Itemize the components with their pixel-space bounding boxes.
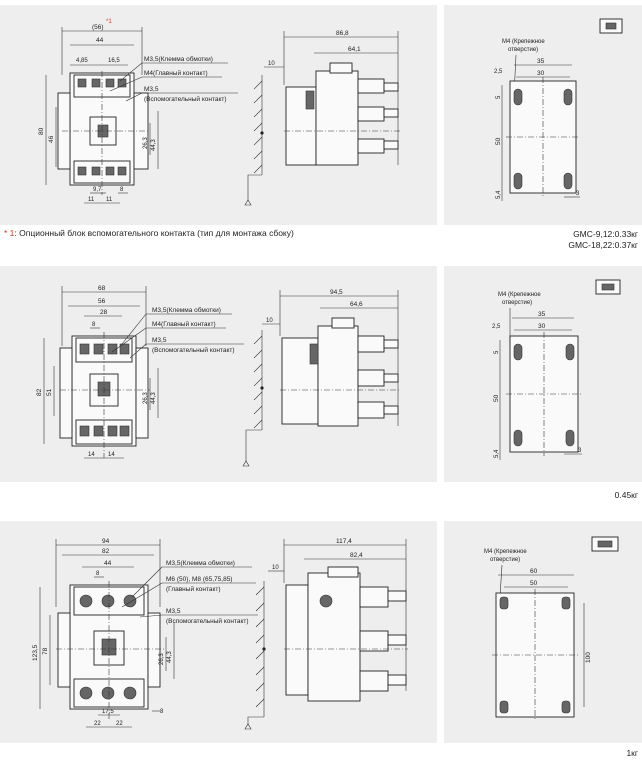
- side-dim-10: 10: [268, 61, 275, 67]
- mount-dim-5-4: 5,4: [496, 190, 502, 199]
- side-dim-total: 86,8: [336, 30, 349, 37]
- row1-side-view: 86,8 64,1 10: [244, 30, 400, 206]
- mount-dim-3: 3: [578, 448, 582, 454]
- dim-51: 51: [46, 388, 53, 396]
- mount-dim-50: 50: [493, 394, 500, 402]
- row2-side-view: 94,5 64,6 10: [242, 289, 400, 467]
- dim-8: 8: [92, 322, 96, 328]
- dim-82: 82: [102, 548, 110, 555]
- row1-mounting-view: M4 (Крепежное отверстие) 35 30 2,5 5 50 …: [494, 18, 623, 201]
- row1-weight-1: GMC-9,12:0.33кг: [573, 229, 638, 239]
- label-aux-2: (Вспомогательный контакт): [144, 95, 227, 103]
- mount-dim-100: 100: [585, 652, 592, 663]
- row3-side-view: 117,4 82,4 10: [244, 538, 408, 730]
- row2-weight: 0.45кг: [614, 490, 638, 500]
- mount-dim-35: 35: [537, 58, 545, 65]
- dim-22-a: 22: [94, 721, 101, 727]
- dim-44-3: 44,3: [151, 392, 157, 404]
- mount-label-1: M4 (Крепежное: [498, 292, 541, 298]
- footnote: * 1: Опционный блок вспомогательного кон…: [4, 228, 294, 238]
- label-coil-terminal: M3,5(Клемма обмотки): [144, 55, 213, 63]
- dim-94: 94: [102, 538, 110, 545]
- dim-68: 68: [98, 285, 106, 292]
- label-coil-terminal: M3,5(Клемма обмотки): [152, 306, 221, 314]
- mount-dim-5-4: 5,4: [494, 449, 500, 458]
- row1-weight-2: GMC-18,22:0.37кг: [568, 240, 638, 250]
- dim-123-5: 123,5: [32, 644, 39, 661]
- dim-4-85: 4,85: [76, 58, 88, 64]
- mount-dim-5: 5: [494, 350, 500, 354]
- mount-label-2: отверстие): [502, 300, 532, 306]
- dim-26-3: 26,3: [143, 137, 149, 149]
- row3-mounting-view: M4 (Крепежное отверстие) 60 50 100: [484, 536, 619, 721]
- dim-80: 80: [38, 127, 45, 135]
- dim-26-3: 26,3: [143, 392, 149, 404]
- dim-44-3: 44,3: [167, 651, 173, 663]
- mount-label-1: M4 (Крепежное: [502, 39, 545, 45]
- mount-label-2: отверстие): [490, 557, 520, 563]
- label-main-contact: M4(Главный контакт): [152, 320, 216, 328]
- side-dim-inner: 64,1: [348, 46, 361, 53]
- mount-dim-3: 3: [576, 191, 580, 197]
- mount-dim-2-5: 2,5: [494, 69, 503, 75]
- footnote-text: : Опционный блок вспомогательного контак…: [14, 228, 294, 238]
- label-aux-1: M3,5: [166, 608, 181, 615]
- mount-dim-30: 30: [537, 70, 545, 77]
- dim-14-a: 14: [88, 452, 95, 458]
- dim-44: 44: [96, 37, 104, 44]
- mount-dim-60: 60: [530, 568, 538, 575]
- dim-11-b: 11: [106, 197, 113, 203]
- side-dim-10: 10: [272, 565, 279, 571]
- label-aux-1: M3,5: [144, 86, 159, 93]
- side-dim-10: 10: [266, 318, 273, 324]
- dim-78: 78: [42, 647, 49, 655]
- label-aux-2: (Вспомогательный контакт): [152, 346, 235, 354]
- mount-dim-5: 5: [496, 95, 502, 99]
- label-main-contact-2: (Главный контакт): [166, 585, 221, 593]
- dim-14-b: 14: [108, 452, 115, 458]
- dim-8: 8: [120, 187, 124, 193]
- label-aux-1: M3,5: [152, 337, 167, 344]
- dim-46: 46: [48, 135, 55, 143]
- label-coil-terminal: M3,5(Клемма обмотки): [166, 559, 235, 567]
- dim-56: (56): [92, 24, 104, 31]
- side-dim-total: 117,4: [336, 538, 352, 545]
- dim-17-5: 17,5: [102, 709, 114, 715]
- mount-dim-50: 50: [495, 137, 502, 145]
- dim-44-3: 44,3: [151, 139, 157, 151]
- mount-dim-50: 50: [530, 580, 538, 587]
- row2-front-view: 68 56 28 8 82 51 26,3 44,3 14 14 M3,5(Кл…: [36, 285, 244, 459]
- dim-28: 28: [100, 309, 108, 316]
- dim-8: 8: [96, 571, 100, 577]
- mount-label-1: M4 (Крепежное: [484, 549, 527, 555]
- row3-front-view: 94 82 44 8 123,5 78 26,3 44,3 17,5 8 22 …: [32, 538, 258, 728]
- dim-82: 82: [36, 388, 43, 396]
- dim-8-b: 8: [160, 709, 164, 715]
- footnote-marker: * 1: [4, 228, 15, 238]
- row1-front-view: (56) *1 44 4,85 16,5 80 46 26,3 44,3 9,7…: [38, 19, 238, 204]
- dim-11-a: 11: [88, 197, 95, 203]
- mount-dim-35: 35: [538, 311, 546, 318]
- side-dim-inner: 82,4: [350, 552, 363, 559]
- dim-22-b: 22: [116, 721, 123, 727]
- label-aux-2: (Вспомогательный контакт): [166, 617, 249, 625]
- row2-mounting-view: M4 (Крепежное отверстие) 35 30 2,5 5 50 …: [492, 279, 621, 460]
- row3-weight: 1кг: [626, 748, 638, 758]
- dim-16-5: 16,5: [108, 58, 120, 64]
- label-main-contact-1: M6 (50), M8 (65,75,85): [166, 576, 232, 583]
- side-dim-inner: 64,6: [350, 301, 363, 308]
- dim-26-3: 26,3: [159, 653, 165, 665]
- mount-dim-2-5: 2,5: [492, 324, 501, 330]
- label-main-contact: M4(Главный контакт): [144, 69, 208, 77]
- star-marker: *1: [106, 19, 112, 25]
- side-dim-total: 94,5: [330, 289, 343, 296]
- dim-9-7: 9,7: [93, 187, 102, 193]
- mount-label-2: отверстие): [508, 47, 538, 53]
- dim-56: 56: [98, 298, 106, 305]
- mount-dim-30: 30: [538, 323, 546, 330]
- dim-44: 44: [104, 560, 112, 567]
